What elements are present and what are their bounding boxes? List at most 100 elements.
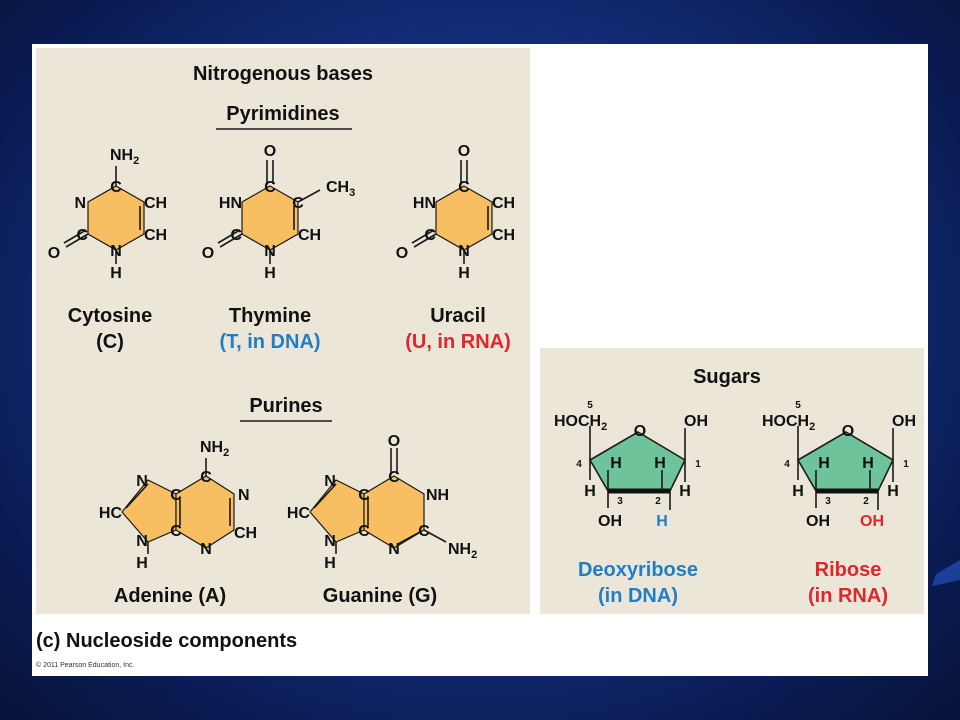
atom-label: O [264,143,276,160]
carbon-number: 5 [795,400,801,411]
purines-heading: Purines [249,395,322,417]
atom-label: H [610,455,622,472]
atom-label: C [76,227,88,244]
sugars-title: Sugars [693,366,761,388]
bond [63,229,87,244]
sugars-panel: Sugars 5 HOCH2 O OH 4 1 H H [540,348,924,614]
atom-label: NH2 [110,147,139,167]
bond [217,229,241,244]
figure-caption: (c) Nucleoside components [36,630,298,652]
bond [125,483,149,509]
atom-label: H [324,555,336,572]
atom-label: H [458,265,470,282]
guanine-six-ring [363,475,425,549]
slide-decoration [932,560,960,586]
uracil-name: Uracil [430,305,486,327]
carbon-number: 3 [617,496,623,507]
atom-label: H [862,455,874,472]
atom-label: NH2 [448,541,477,561]
ribose-c2-label: OH [860,513,884,530]
atom-label: C [458,179,470,196]
carbon-number: 2 [863,496,869,507]
atom-label: H [679,483,691,500]
atom-label: O [396,245,408,262]
atom-label: C [170,523,182,540]
uracil-abbr: (U, in RNA) [405,331,511,353]
bond [411,229,435,244]
cytosine-structure: NH2 C CH CH N C N H O [48,147,167,282]
atom-label: N [200,541,212,558]
atom-label: H [110,265,122,282]
bond [413,233,437,248]
uracil-structure: O C CH CH HN C N H O [396,143,515,282]
adenine-name: Adenine (A) [114,585,226,607]
carbon-number: 2 [655,496,661,507]
adenine-six-ring [175,475,235,549]
atom-label: CH [144,195,167,212]
atom-label: H [887,483,899,500]
cytosine-abbr: (C) [96,331,124,353]
carbon-number: 1 [903,459,909,470]
atom-label: C [230,227,242,244]
atom-label: OH [598,513,622,530]
atom-label: O [48,245,60,262]
ribose-ring [796,431,895,492]
atom-label: C [292,195,304,212]
atom-label: C [264,179,276,196]
atom-label: H [136,555,148,572]
bond [313,483,337,509]
adenine-structure: NH2 C N CH N C C N HC N H [99,439,257,572]
atom-label: N [264,243,276,260]
ribose-name: Ribose [815,559,882,581]
adenine-five-ring [121,479,177,543]
atom-label: O [842,423,854,440]
pyrimidines-heading: Pyrimidines [226,103,339,125]
atom-label: N [74,195,86,212]
atom-label: NH2 [200,439,229,459]
carbon-number: 3 [825,496,831,507]
atom-label: H [792,483,804,500]
atom-label: HN [413,195,436,212]
deoxyribose-c2-label: H [656,513,668,530]
atom-label: N [324,533,336,550]
atom-label: OH [684,413,708,430]
atom-label: CH [144,227,167,244]
atom-label: O [388,433,400,450]
atom-label: CH [492,195,515,212]
slide: Nitrogenous bases Pyrimidines NH2 C CH C… [32,44,928,676]
atom-label: CH [492,227,515,244]
atom-label: N [458,243,470,260]
carbon-number: 5 [587,400,593,411]
atom-label: H [264,265,276,282]
atom-label: N [388,541,400,558]
guanine-structure: O C NH C NH2 N C C N HC N H [287,433,477,572]
carbon-number: 4 [576,459,582,470]
carbon-number: 4 [784,459,790,470]
bond [65,233,89,248]
atom-label: O [202,245,214,262]
atom-label: C [424,227,436,244]
atom-label: C [388,469,400,486]
carbon-number: 1 [695,459,701,470]
bond [397,531,421,545]
atom-label: HN [219,195,242,212]
guanine-five-ring [309,479,365,543]
atom-label: HOCH2 [554,413,607,433]
guanine-name: Guanine (G) [323,585,437,607]
decoration-shape [932,560,960,586]
atom-label: O [634,423,646,440]
atom-label: N [136,533,148,550]
atom-label: CH3 [326,179,355,199]
atom-label: H [818,455,830,472]
atom-label: N [324,473,336,490]
ribose-note: (in RNA) [808,585,888,607]
bases-diagram: Nitrogenous bases Pyrimidines NH2 C CH C… [48,63,515,607]
deoxyribose-note: (in DNA) [598,585,678,607]
atom-label: OH [806,513,830,530]
atom-label: HC [287,505,311,522]
atom-label: HOCH2 [762,413,815,433]
atom-label: CH [298,227,321,244]
deoxyribose-name: Deoxyribose [578,559,698,581]
bases-title: Nitrogenous bases [193,63,373,85]
thymine-structure: O C C CH3 CH HN C N H O [202,143,355,282]
